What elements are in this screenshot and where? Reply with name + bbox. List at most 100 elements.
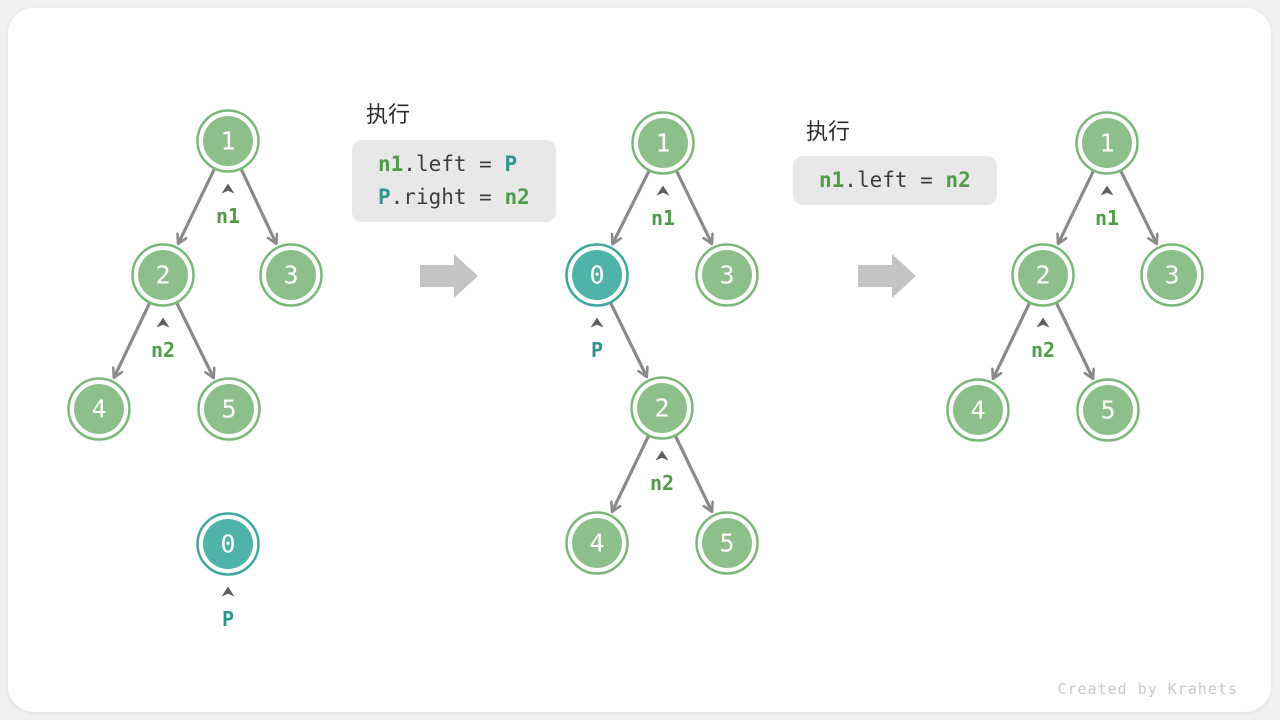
node-value: 4 xyxy=(589,529,604,558)
code-token: n1 xyxy=(819,168,845,192)
tree-edge xyxy=(175,302,214,378)
tree-node-1: 1 xyxy=(196,109,260,173)
node-value: 0 xyxy=(589,261,604,290)
pointer-caret xyxy=(655,450,669,461)
pointer-label-P: P xyxy=(222,607,234,631)
node-circle xyxy=(638,118,688,168)
exec-title-2: 执行 xyxy=(806,119,851,144)
node-circle xyxy=(637,383,687,433)
tree-node-2: 2 xyxy=(630,376,694,440)
tree-node-5: 5 xyxy=(197,377,261,441)
node-value: 3 xyxy=(283,261,298,290)
tree-node-2: 2 xyxy=(1011,243,1075,307)
node-value: 1 xyxy=(655,129,670,158)
node-value: 4 xyxy=(91,395,106,424)
tree-edge xyxy=(993,302,1031,379)
node-value: 3 xyxy=(1164,261,1179,290)
code-token: n2 xyxy=(945,168,971,192)
code-line: n1.left = n2 xyxy=(819,164,971,197)
pointer-label-n2: n2 xyxy=(650,471,674,495)
tree-node-3: 3 xyxy=(1140,243,1204,307)
code-token: n2 xyxy=(504,185,530,209)
node-circle xyxy=(1018,250,1068,300)
tree-edge xyxy=(239,168,276,244)
node-value: 2 xyxy=(654,394,669,423)
pointer-caret xyxy=(156,317,170,328)
tree-node-3: 3 xyxy=(695,243,759,307)
flow-arrow xyxy=(420,254,478,298)
tree-edge xyxy=(612,170,651,244)
code-line: n1.left = P xyxy=(378,148,530,181)
tree-node-2: 2 xyxy=(131,243,195,307)
pointer-caret xyxy=(221,586,235,597)
pointer-caret xyxy=(1100,185,1114,196)
node-value: 0 xyxy=(220,530,235,559)
code-token: P xyxy=(504,152,518,176)
pointer-label-n2: n2 xyxy=(151,338,175,362)
tree-edge xyxy=(609,302,647,377)
node-value: 2 xyxy=(155,261,170,290)
tree-before: 1 2 3 4 5 0 n1 n2P xyxy=(67,109,323,631)
watermark: Created by Krahets xyxy=(1057,680,1238,698)
tree-edge xyxy=(612,435,650,512)
node-circle xyxy=(572,250,622,300)
tree-edge xyxy=(1119,170,1157,244)
node-circle xyxy=(204,384,254,434)
flow-arrow xyxy=(858,254,916,298)
node-value: 4 xyxy=(970,396,985,425)
node-value: 5 xyxy=(1100,396,1115,425)
pointer-label-n1: n1 xyxy=(216,204,240,228)
pointer-label-n1: n1 xyxy=(1095,206,1119,230)
node-value: 1 xyxy=(1099,129,1114,158)
node-circle xyxy=(953,385,1003,435)
tree-node-4: 4 xyxy=(67,377,131,441)
tree-edge xyxy=(675,170,712,244)
code-token: n1 xyxy=(378,152,404,176)
node-circle xyxy=(702,518,752,568)
node-circle xyxy=(203,519,253,569)
pointer-label-n2: n2 xyxy=(1031,338,1055,362)
pointer-caret xyxy=(590,317,604,328)
node-circle xyxy=(266,250,316,300)
code-token: P xyxy=(378,185,391,209)
node-value: 2 xyxy=(1035,261,1050,290)
node-value: 3 xyxy=(719,261,734,290)
tree-node-3: 3 xyxy=(259,243,323,307)
node-value: 5 xyxy=(221,395,236,424)
tree-node-0: 0 xyxy=(196,512,260,576)
code-token: .right = xyxy=(390,185,505,209)
code-token: .left = xyxy=(403,152,505,176)
tree-node-1: 1 xyxy=(631,111,695,175)
tree-edge xyxy=(1058,170,1095,244)
tree-node-1: 1 xyxy=(1075,111,1139,175)
node-circle xyxy=(1082,118,1132,168)
tree-node-4: 4 xyxy=(565,511,629,575)
node-circle xyxy=(1083,385,1133,435)
tree-edge xyxy=(1055,302,1093,379)
exec-title-1: 执行 xyxy=(366,102,411,127)
node-circle xyxy=(138,250,188,300)
tree-after: 1 2 3 4 5 n1 n2 xyxy=(946,111,1204,442)
code-token: .left = xyxy=(844,168,946,192)
node-value: 5 xyxy=(719,529,734,558)
node-circle xyxy=(74,384,124,434)
tree-node-5: 5 xyxy=(1076,378,1140,442)
node-circle xyxy=(1147,250,1197,300)
pointer-caret xyxy=(1036,317,1050,328)
node-value: 1 xyxy=(220,127,235,156)
tree-edge xyxy=(178,168,216,244)
pointer-label-P: P xyxy=(591,338,603,362)
tree-node-0: 0 xyxy=(565,243,629,307)
tree-node-4: 4 xyxy=(946,378,1010,442)
node-circle xyxy=(203,116,253,166)
code-box-2: n1.left = n2 xyxy=(793,156,997,205)
tree-node-5: 5 xyxy=(695,511,759,575)
code-line: P.right = n2 xyxy=(378,181,530,214)
tree-edge xyxy=(674,435,712,512)
node-circle xyxy=(572,518,622,568)
tree-edge xyxy=(114,302,151,377)
